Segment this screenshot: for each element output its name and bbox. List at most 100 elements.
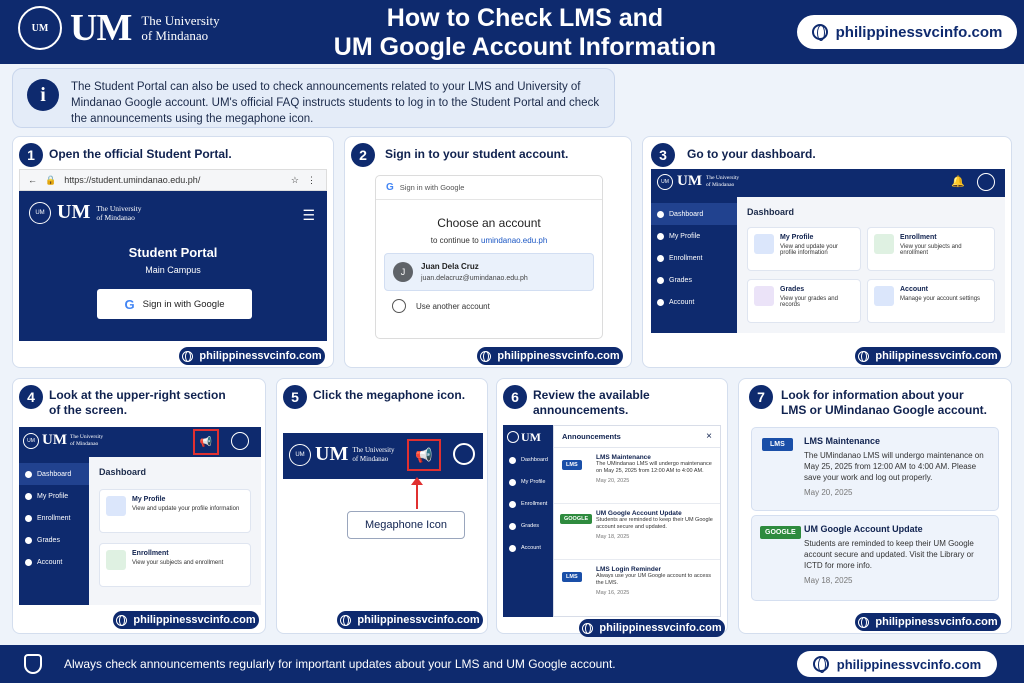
continue-line: to continue to umindanao.edu.ph [430, 236, 548, 245]
sidebar-item-account[interactable]: Account [19, 551, 89, 573]
person-icon [392, 299, 406, 313]
site-badge: philippinessvcinfo.com [113, 611, 259, 629]
step-3-card: 3 Go to your dashboard. UM UM The Univer… [642, 136, 1012, 368]
globe-icon [340, 614, 352, 626]
grades-icon [509, 522, 516, 530]
site-badge[interactable]: philippinessvcinfo.com [797, 15, 1017, 49]
campus-label: Main Campus [145, 265, 201, 275]
um-seal-icon: UM [289, 443, 311, 466]
home-icon [657, 210, 664, 218]
announcements-header: Announcements× [554, 426, 720, 448]
sidebar-item-dashboard[interactable]: Dashboard [503, 449, 553, 471]
person-icon [509, 544, 516, 552]
home-icon [25, 470, 32, 478]
info-icon: i [27, 79, 59, 111]
profile-avatar-icon[interactable] [977, 173, 995, 191]
lms-badge: LMS [762, 438, 793, 451]
sidebar-item-enrollment[interactable]: Enrollment [19, 507, 89, 529]
google-icon: G [386, 182, 394, 193]
megaphone-callout: Megaphone Icon [347, 511, 465, 539]
sidebar-item-enrollment[interactable]: Enrollment [503, 493, 553, 515]
sidebar-item-profile[interactable]: My Profile [19, 485, 89, 507]
step-text: Look for information about your LMS or U… [781, 388, 988, 417]
building-icon [874, 234, 894, 254]
dashboard-title: Dashboard [99, 467, 147, 477]
site-badge[interactable]: philippinessvcinfo.com [797, 651, 997, 677]
person-icon [25, 492, 32, 500]
step-text: Click the megaphone icon. [313, 388, 466, 402]
step-number: 7 [749, 385, 773, 409]
profile-icon [754, 234, 774, 254]
profile-avatar-icon[interactable] [453, 443, 475, 465]
lock-icon: 🔒 [45, 174, 57, 185]
site-badge: philippinessvcinfo.com [179, 347, 325, 365]
megaphone-icon[interactable]: 📢 [407, 439, 441, 471]
sidebar-item-dashboard[interactable]: Dashboard [651, 203, 737, 225]
star-icon[interactable]: ☆ [290, 174, 299, 185]
portal-title: Student Portal [128, 245, 218, 260]
sidebar-item-profile[interactable]: My Profile [651, 225, 737, 247]
footer: Always check announcements regularly for… [0, 645, 1024, 683]
step-text: Look at the upper-right section of the s… [49, 388, 226, 417]
um-seal-icon: UM [18, 6, 62, 50]
sidebar-item-grades[interactable]: Grades [503, 515, 553, 537]
gear-icon [874, 286, 894, 306]
profile-avatar-icon[interactable] [231, 432, 249, 450]
sidebar-item-grades[interactable]: Grades [651, 269, 737, 291]
document-icon [657, 254, 664, 262]
close-icon[interactable]: × [706, 431, 712, 442]
sidebar-item-account[interactable]: Account [651, 291, 737, 313]
step-5-card: 5 Click the megaphone icon. UM UM The Un… [276, 378, 488, 634]
sidebar-item-grades[interactable]: Grades [19, 529, 89, 551]
more-menu-icon[interactable]: ⋮ [307, 174, 316, 185]
um-wordmark: UM [315, 443, 349, 465]
sidebar-item-dashboard[interactable]: Dashboard [19, 463, 89, 485]
megaphone-icon[interactable]: 📢 [193, 429, 219, 455]
um-seal-icon: UM [23, 432, 39, 449]
arrow-head-icon [411, 477, 423, 485]
site-badge: philippinessvcinfo.com [855, 613, 1001, 631]
profile-icon [106, 496, 126, 516]
account-name: Juan Dela Cruz [421, 262, 479, 271]
hamburger-menu-icon[interactable]: ☰ [302, 207, 315, 223]
globe-icon [582, 622, 594, 634]
step-text: Review the available announcements. [533, 388, 650, 417]
site-badge: philippinessvcinfo.com [477, 347, 623, 365]
grades-icon [25, 536, 32, 544]
sidebar-item-account[interactable]: Account [503, 537, 553, 559]
sidebar-item-profile[interactable]: My Profile [503, 471, 553, 493]
document-icon [509, 500, 516, 508]
back-arrow-icon[interactable]: ← [28, 175, 37, 185]
step-number: 2 [351, 143, 375, 167]
sidebar-item-enrollment[interactable]: Enrollment [651, 247, 737, 269]
url-field[interactable]: https://student.umindanao.edu.ph/ [64, 175, 201, 185]
account-option[interactable]: J Juan Dela Cruz juan.delacruz@umindanao… [384, 253, 594, 291]
bell-icon[interactable]: 🔔 [951, 176, 965, 188]
use-another-account[interactable]: Use another account [392, 299, 602, 313]
um-seal-icon: UM [29, 201, 51, 224]
dashboard-title: Dashboard [747, 207, 795, 217]
step-text: Sign in to your student account. [385, 147, 569, 161]
step-number: 4 [19, 385, 43, 409]
